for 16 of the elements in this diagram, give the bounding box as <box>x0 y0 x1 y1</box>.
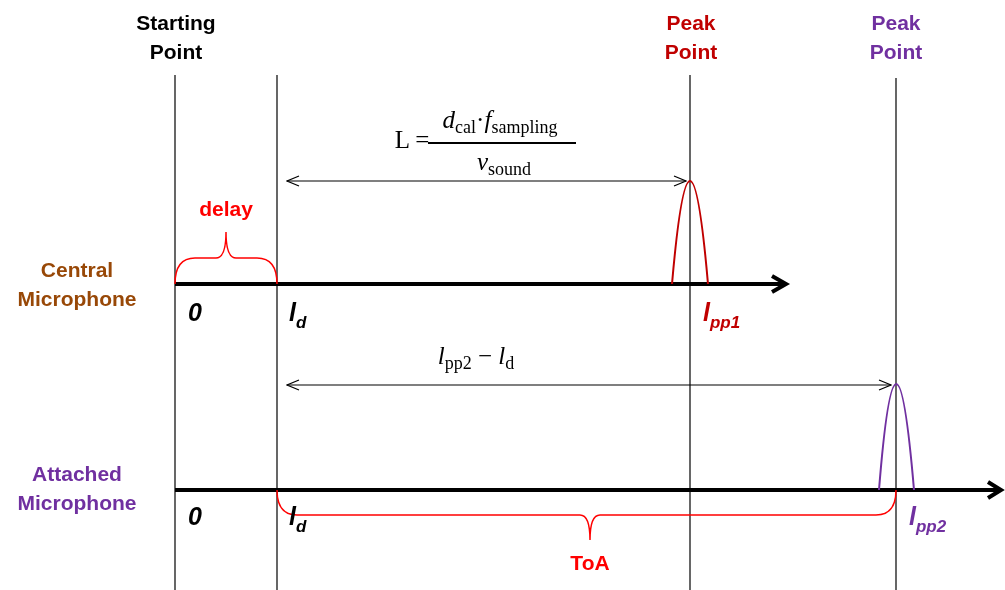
axis-tick-label: l$_{pp1}$ <box>703 297 741 334</box>
axis-title: Attached Microphone <box>16 461 138 517</box>
brace-label: delay <box>198 196 254 222</box>
formula-denominator: v$_{sound}$ <box>476 147 532 182</box>
dimension-label: l$_{pp2}$ − l$_{d}$ <box>437 341 515 376</box>
axis-tick-label: l$_{d}$ <box>289 297 307 334</box>
axis-tick-label: 0 <box>188 501 202 532</box>
formula-text: L = <box>394 125 430 155</box>
formula-numerator: d$_{cal}$·f$_{sampling}$ <box>442 105 558 140</box>
axis-tick-label: 0 <box>188 297 202 328</box>
line-heading: Starting Point <box>135 10 217 66</box>
line-heading: Peak Point <box>663 10 719 66</box>
line-heading: Peak Point <box>868 10 924 66</box>
axis-title: Central Microphone <box>16 257 138 313</box>
brace-label: ToA <box>569 550 611 576</box>
axis-tick-label: l$_{pp2}$ <box>909 501 947 538</box>
